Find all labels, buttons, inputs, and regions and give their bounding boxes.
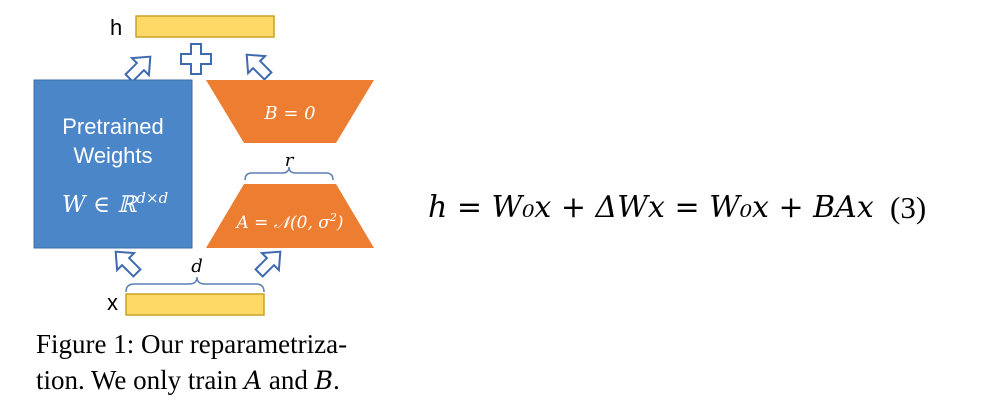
- x-label: x: [107, 290, 118, 315]
- equation-body: h = W₀x + ΔWx = W₀x + BAx: [428, 190, 874, 225]
- x-vector: [125, 293, 265, 316]
- caption-var-a: A: [244, 366, 263, 395]
- h-label: h: [110, 15, 122, 40]
- arrow-up-left-icon: [114, 250, 142, 278]
- r-label: r: [285, 150, 295, 171]
- equation-3: h = W₀x + ΔWx = W₀x + BAx (3): [428, 190, 988, 234]
- a-formula: A = 𝒩(0, σ2): [234, 211, 343, 233]
- pretrained-label: Pretrained: [62, 114, 164, 139]
- equation-number: (3): [890, 190, 927, 225]
- w-formula: W ∈ ℝd×d: [62, 189, 168, 218]
- d-brace: [125, 276, 265, 293]
- weights-label: Weights: [73, 143, 152, 168]
- arrow-up-left-icon: [245, 53, 273, 81]
- caption-line-1: Figure 1: Our reparametriza-: [36, 329, 348, 359]
- caption-var-b: B: [314, 366, 333, 395]
- figure-caption: Figure 1: Our reparametriza- tion. We on…: [36, 326, 456, 399]
- caption-line-2: tion. We only train A and B.: [36, 362, 456, 399]
- pretrained-weights-block: [33, 79, 193, 249]
- arrow-up-right-icon: [254, 250, 282, 278]
- r-brace: [244, 166, 334, 181]
- b-matrix: [206, 80, 374, 143]
- lora-diagram: h Pretrained Weights W ∈ ℝd×d B = 0 r A …: [33, 15, 374, 316]
- d-label: d: [191, 256, 203, 277]
- caption-text: tion. We only train: [36, 365, 245, 395]
- caption-text: and: [262, 365, 315, 395]
- b-formula: B = 0: [263, 103, 315, 124]
- a-matrix: [206, 184, 374, 248]
- plus-icon: [180, 43, 212, 75]
- h-vector: [135, 15, 275, 38]
- caption-text: .: [332, 365, 340, 395]
